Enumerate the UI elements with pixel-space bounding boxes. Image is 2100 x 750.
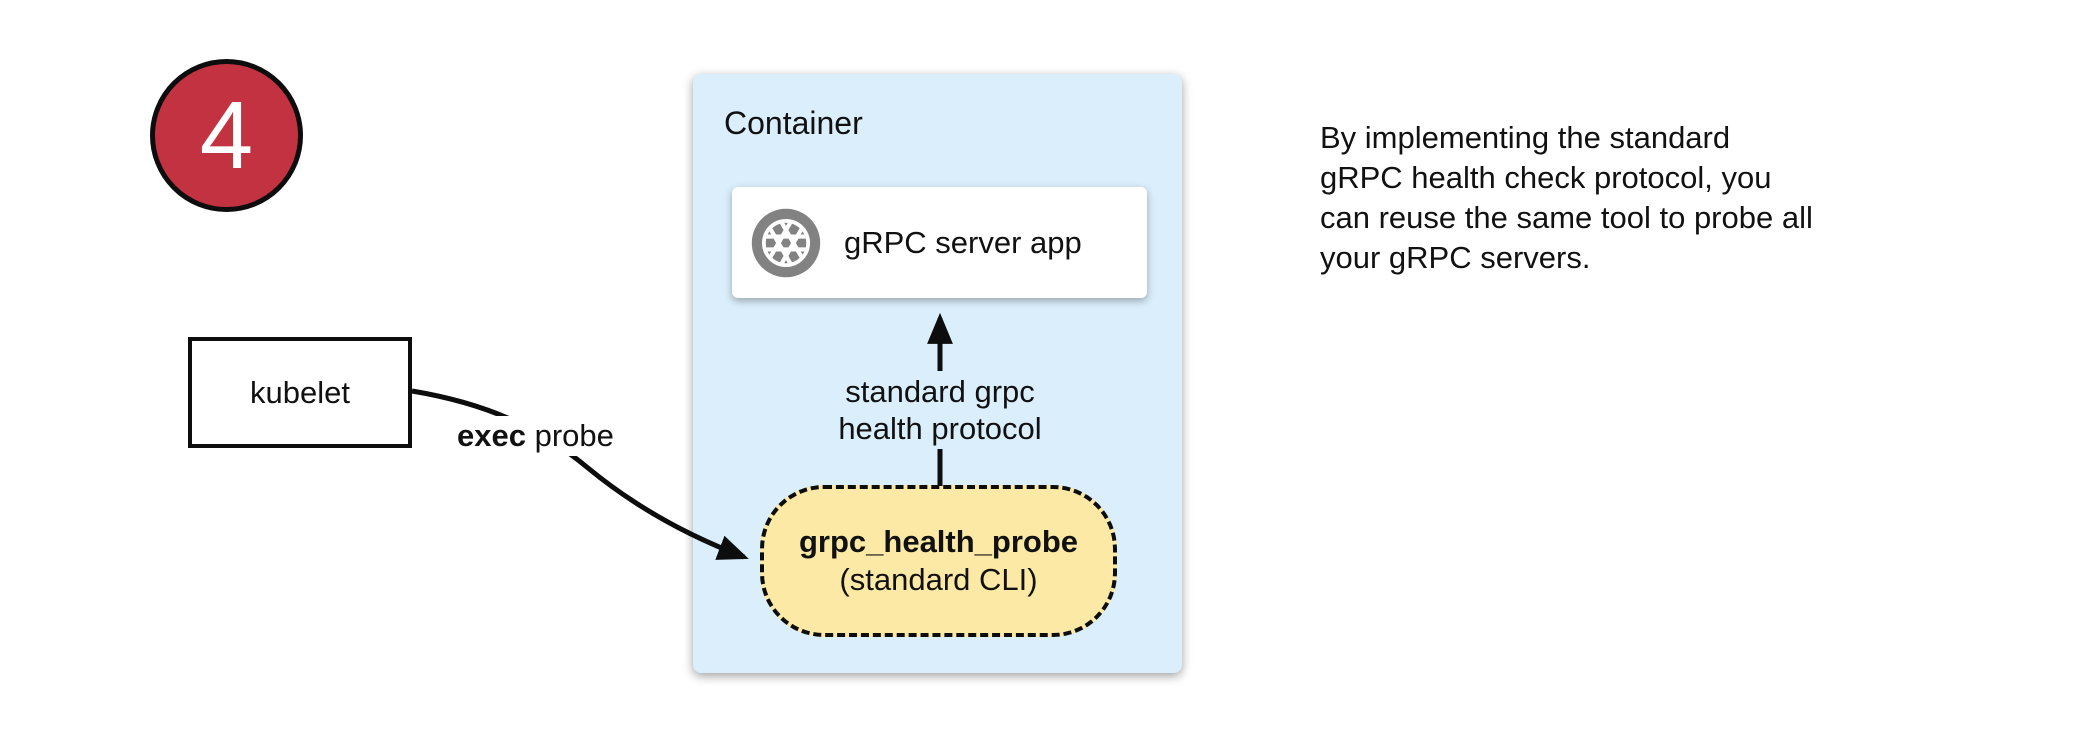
health-protocol-line1: standard grpc — [845, 374, 1035, 409]
step-badge: 4 — [150, 59, 303, 212]
health-protocol-line2: health protocol — [838, 411, 1042, 446]
grpc-server-app-box: gRPC server app — [732, 187, 1147, 298]
grpc-server-app-label: gRPC server app — [844, 224, 1082, 260]
caption-line: can reuse the same tool to probe all — [1320, 200, 1813, 235]
step-number: 4 — [199, 81, 254, 189]
kubelet-label: kubelet — [250, 374, 350, 410]
aperture-icon — [751, 208, 821, 277]
kubelet-box: kubelet — [188, 337, 412, 448]
caption-line: gRPC health check protocol, you — [1320, 160, 1772, 195]
exec-probe-label-bold: exec — [457, 418, 526, 453]
caption-line: your gRPC servers. — [1320, 240, 1591, 275]
exec-probe-label: exec probe — [449, 416, 622, 456]
probe-subtitle: (standard CLI) — [839, 562, 1038, 597]
caption-text: By implementing the standard gRPC health… — [1320, 118, 1880, 278]
container-title: Container — [724, 105, 863, 141]
health-protocol-label: standard grpc health protocol — [828, 371, 1052, 449]
grpc-health-probe-pill: grpc_health_probe (standard CLI) — [760, 485, 1117, 637]
caption-line: By implementing the standard — [1320, 120, 1731, 155]
exec-probe-label-rest: probe — [525, 418, 614, 453]
probe-name: grpc_health_probe — [798, 524, 1079, 559]
